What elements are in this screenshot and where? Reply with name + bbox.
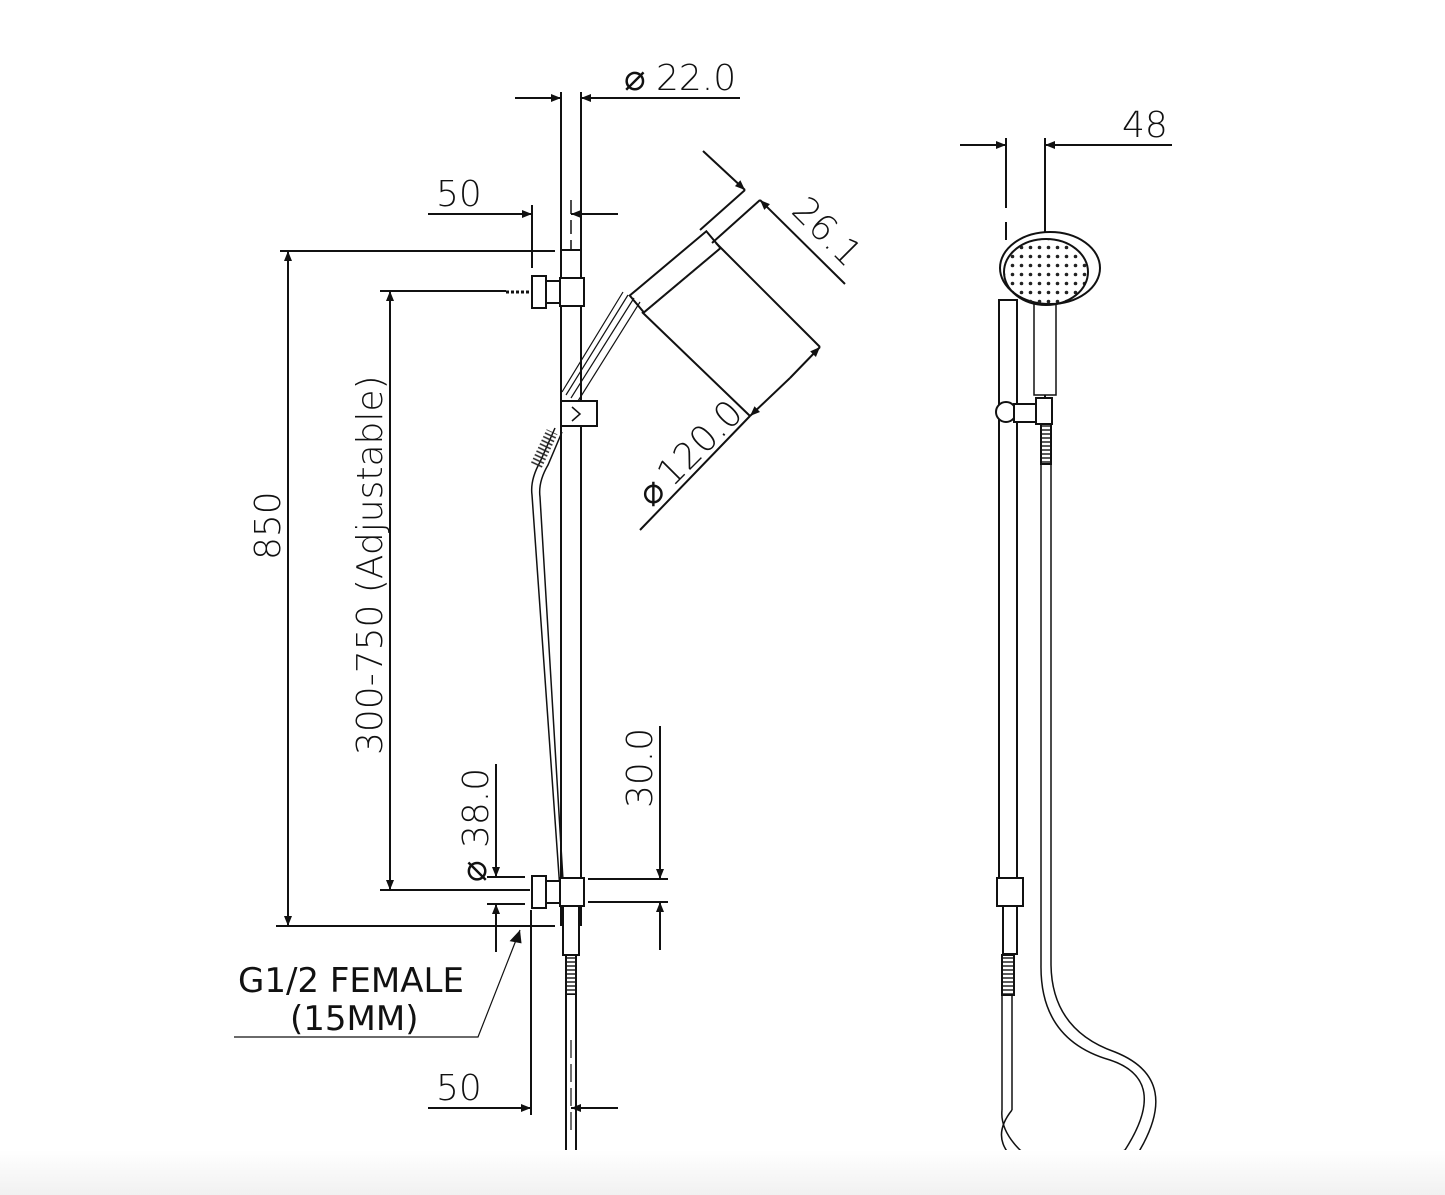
top-wall-bracket	[506, 275, 585, 309]
dim-rail-diameter-symbol: ⌀	[624, 58, 646, 99]
rail	[560, 200, 582, 1163]
dim-bracket-height: 30.0	[620, 728, 661, 808]
shower-handle	[561, 291, 641, 402]
dim-head-thickness: 26.1	[784, 189, 870, 275]
dim-bracket-diameter-symbol: ⌀	[454, 860, 495, 882]
bottom-wall-bracket	[531, 875, 585, 909]
bottom-gradient-strip	[0, 1150, 1445, 1195]
inlet-callout-line1: G1/2 FEMALE	[238, 961, 464, 1001]
dim-overall-height: 850	[248, 491, 289, 560]
hand-shower	[628, 229, 722, 314]
dim-bracket-diameter: 38.0	[456, 768, 497, 848]
hose	[530, 427, 564, 891]
dim-side-projection: 48	[1122, 105, 1168, 146]
front-view	[506, 200, 722, 1163]
dim-top-bracket-offset: 50	[436, 174, 482, 215]
inlet-callout-line2: (15MM)	[290, 999, 418, 1039]
side-view	[960, 138, 1172, 1177]
dim-rail-diameter: 22.0	[656, 58, 736, 99]
dim-head-diameter: 120.0	[649, 392, 751, 494]
dim-bracket-spacing: 300-750 (Adjustable)	[350, 375, 391, 755]
dim-bottom-bracket-offset: 50	[436, 1068, 482, 1109]
front-dimensions	[234, 92, 846, 1115]
slider-bracket	[560, 400, 598, 427]
